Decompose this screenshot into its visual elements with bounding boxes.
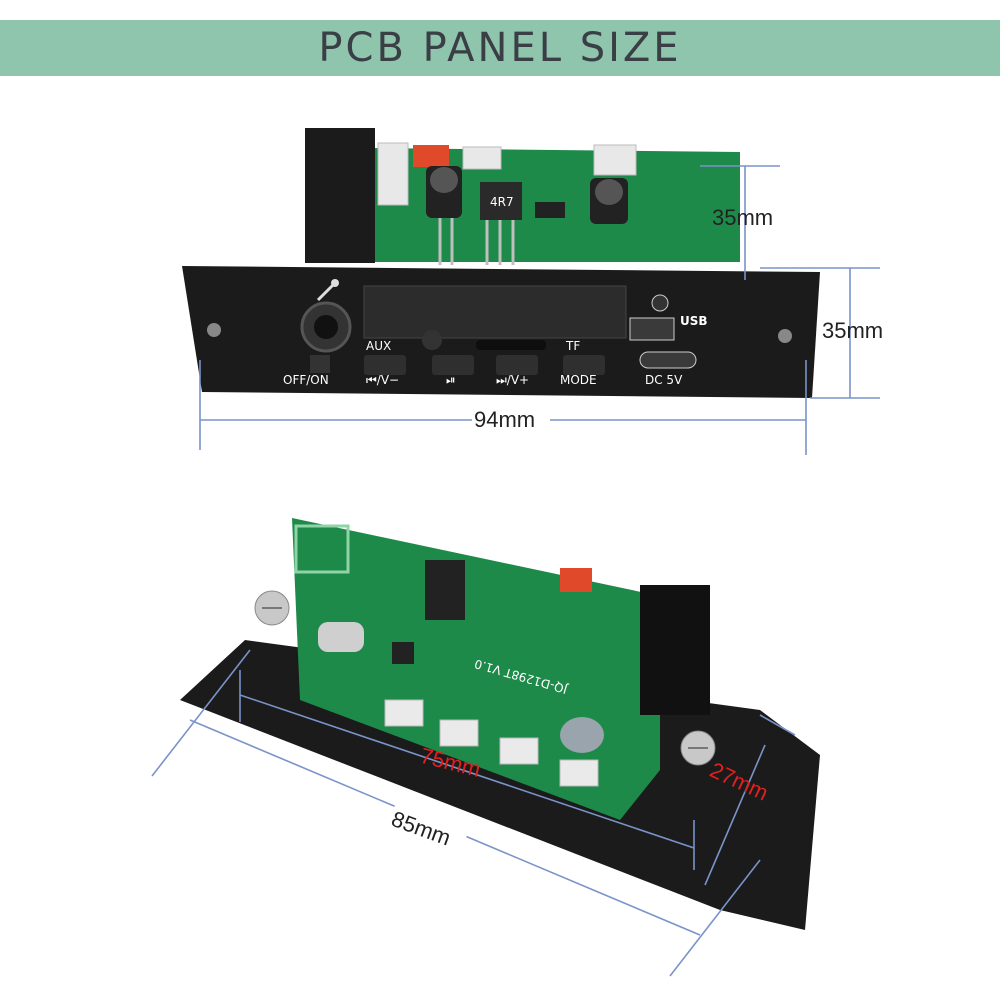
mount-hole-right — [778, 329, 792, 343]
tf-slot — [476, 340, 546, 350]
top-view: 4R7 OFF/ON — [182, 128, 883, 455]
bottom-connector-1 — [384, 699, 424, 727]
aux-mic-hole — [422, 330, 442, 350]
top-ic-chip — [535, 202, 565, 218]
mode-button — [563, 355, 605, 375]
bottom-connector-2 — [439, 719, 479, 747]
inductor-label: 4R7 — [490, 195, 514, 209]
dim-panel-length: 85mm — [388, 806, 454, 850]
prev-button — [364, 355, 406, 375]
tf-label: TF — [565, 339, 580, 353]
mount-hole-left — [207, 323, 221, 337]
top-white-connector-1 — [377, 142, 409, 206]
ir-receiver — [651, 294, 669, 312]
bottom-red-connector — [560, 568, 592, 592]
dim-pcb-height: 35mm — [712, 205, 773, 230]
bottom-view: JQ-D1298T V1.0 75mm 85mm 27mm — [151, 518, 820, 977]
usb-label: USB — [680, 314, 708, 328]
top-connector-block — [305, 128, 375, 263]
play-button — [432, 355, 474, 375]
dc-port — [639, 351, 697, 369]
next-button — [496, 355, 538, 375]
dim-panel-width: 94mm — [474, 407, 535, 432]
top-inductor — [480, 182, 522, 220]
bottom-crystal — [318, 622, 364, 652]
page-title: PCB PANEL SIZE — [318, 25, 682, 71]
bottom-chip-2 — [392, 642, 414, 664]
bottom-jack-block — [640, 585, 710, 715]
display-window — [363, 285, 627, 339]
top-capacitor-right-top — [595, 179, 623, 205]
top-white-connector-2 — [462, 146, 502, 170]
dc-label: DC 5V — [645, 373, 683, 387]
bottom-main-chip — [425, 560, 465, 620]
mode-label: MODE — [560, 373, 597, 387]
bottom-connector-3 — [499, 737, 539, 765]
power-switch — [310, 355, 330, 373]
aux-label: AUX — [366, 339, 391, 353]
usb-port — [629, 317, 675, 341]
bottom-connector-4 — [559, 759, 599, 787]
next-label: ⏭/V+ — [496, 373, 529, 387]
play-label: ⏯ — [446, 373, 456, 387]
dim-panel-height: 35mm — [822, 318, 883, 343]
top-capacitor-left-top — [430, 167, 458, 193]
prev-label: ⏮/V− — [366, 373, 399, 387]
bottom-capacitor — [560, 717, 604, 753]
top-white-connector-3 — [593, 144, 637, 176]
bt-antenna — [294, 524, 350, 574]
mic-icon — [316, 283, 335, 302]
title-banner: PCB PANEL SIZE — [0, 20, 1000, 76]
top-red-connector — [413, 145, 449, 167]
off-on-label: OFF/ON — [283, 373, 329, 387]
top-leads — [438, 218, 515, 265]
